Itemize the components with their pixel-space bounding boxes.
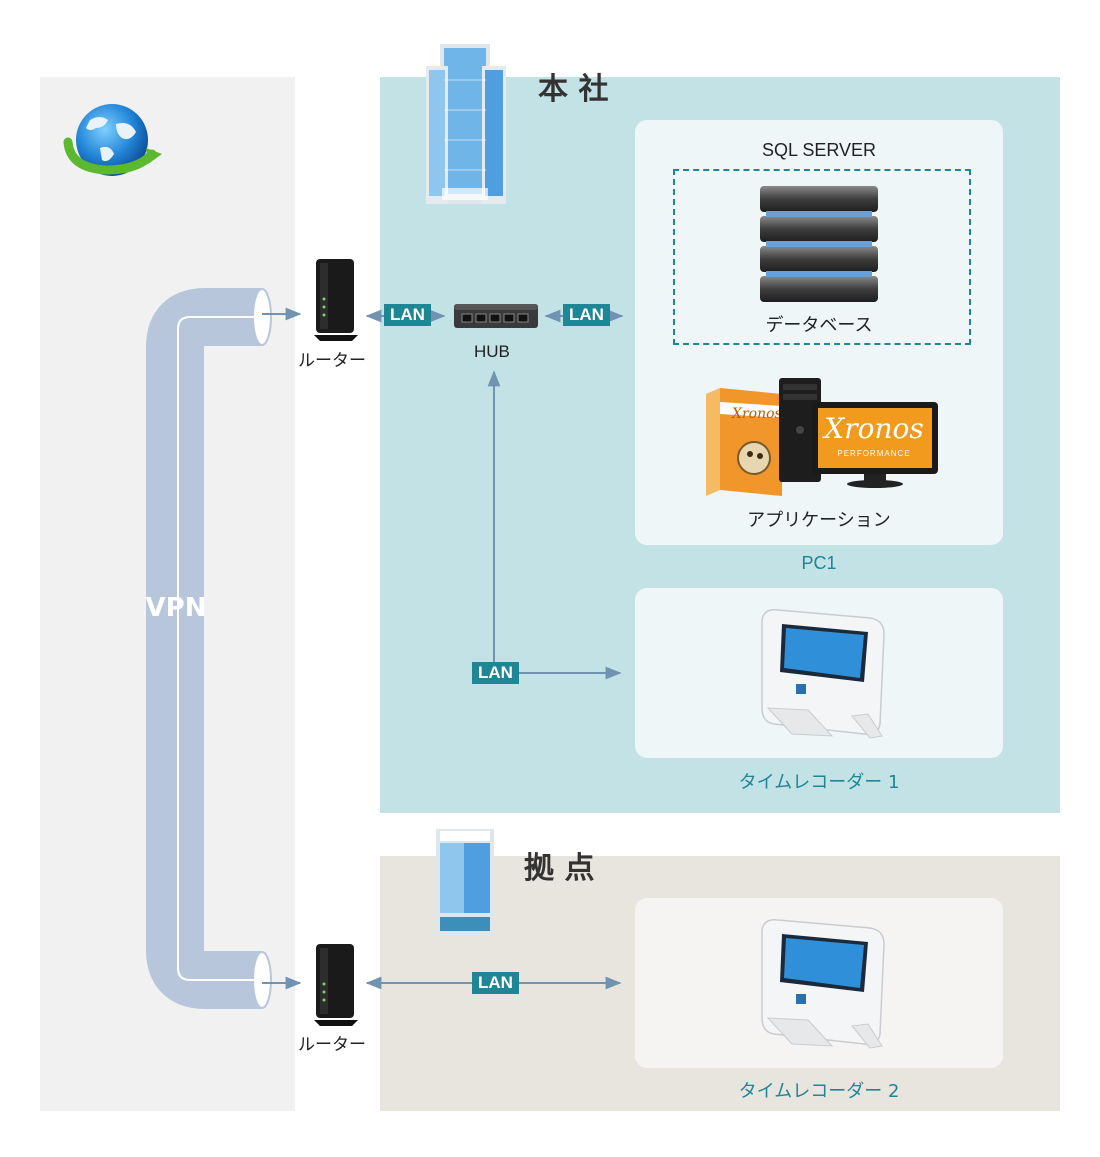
server-icon [760, 186, 878, 302]
building-icon [436, 829, 494, 935]
router-icon [314, 944, 358, 1026]
monitor-icon [812, 402, 938, 488]
branch-title: 拠 点 [524, 851, 595, 886]
lan-badge-hub-pc1: LAN [563, 304, 610, 326]
monitor-brand: Xronos [824, 412, 924, 445]
application-label: アプリケーション [747, 510, 891, 531]
database-label: データベース [765, 315, 873, 336]
vpn-tunnel [146, 288, 272, 1009]
software-box-icon [706, 388, 782, 496]
lan-badge-router-hub: LAN [384, 304, 431, 326]
lan-badge-branch: LAN [472, 972, 519, 994]
hub-icon [454, 304, 538, 328]
building-icon [426, 44, 506, 204]
sql-server-title: SQL SERVER [761, 140, 877, 160]
sql-server-box [673, 169, 971, 345]
hub-label: HUB [474, 342, 510, 361]
router-branch-label: ルーター [298, 1035, 366, 1055]
hq-title: 本 社 [538, 72, 609, 107]
recorder1-caption: タイムレコーダー 1 [738, 772, 900, 793]
router-hq-label: ルーター [298, 351, 366, 371]
globe-icon [63, 104, 162, 176]
time-recorder-icon [761, 918, 885, 1049]
router-icon [314, 259, 358, 341]
time-recorder-icon [761, 608, 885, 739]
lan-badge-hub-recorder1: LAN [472, 662, 519, 684]
pc1-caption: PC1 [801, 553, 837, 573]
recorder2-caption: タイムレコーダー 2 [738, 1081, 900, 1102]
desktop-pc-icon [779, 378, 821, 482]
software-box-brand: Xronos [732, 406, 782, 422]
vpn-label: VPN [145, 593, 207, 623]
monitor-brand-sub: PERFORMANCE [837, 449, 911, 458]
